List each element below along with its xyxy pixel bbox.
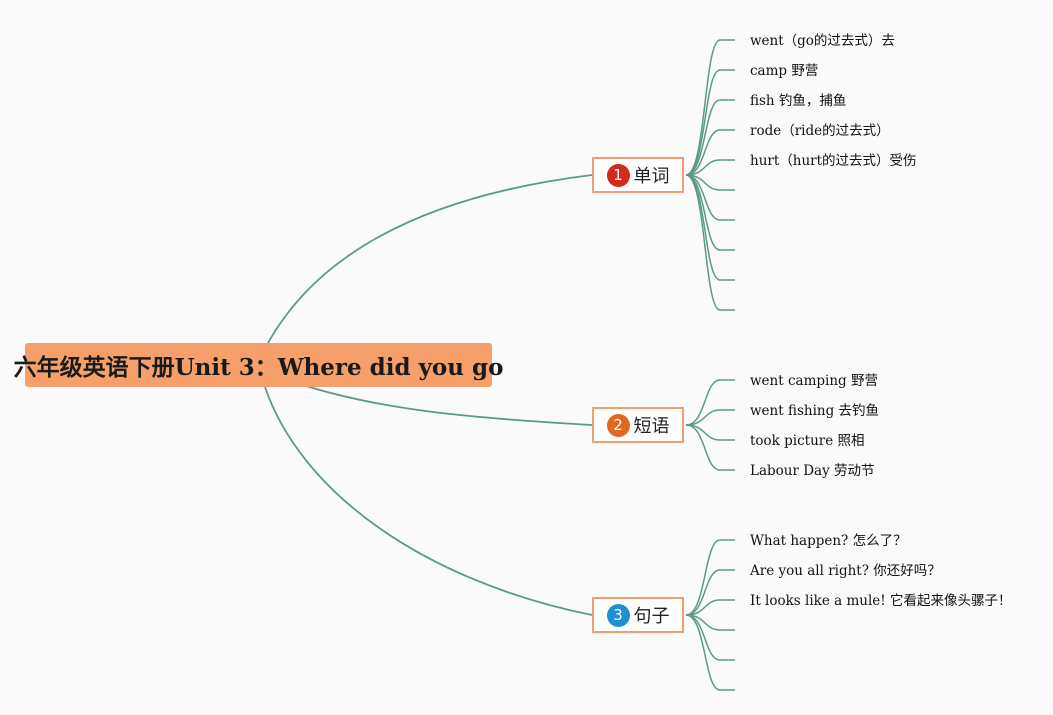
- leaf-connector: [685, 174, 735, 311]
- leaf-connector: [685, 379, 735, 426]
- branch-phrases-label: 短语: [633, 416, 670, 437]
- leaf-phrase-3[interactable]: took picture 照相: [750, 433, 865, 449]
- connector-root-branch-1: [267, 174, 593, 344]
- leaf-connector: [685, 614, 735, 691]
- leaf-connector: [685, 569, 735, 616]
- connector-root-branch-2: [299, 383, 593, 426]
- connector-root-branch-3: [264, 386, 593, 616]
- leaf-phrase-1[interactable]: went camping 野营: [750, 373, 878, 389]
- leaf-connector: [685, 99, 735, 176]
- leaf-word-5[interactable]: hurt（hurt的过去式）受伤: [750, 153, 917, 169]
- leaf-phrase-2[interactable]: went fishing 去钓鱼: [750, 403, 880, 419]
- branch-phrases[interactable]: 2 短语: [592, 407, 684, 443]
- leaf-connector: [685, 129, 735, 176]
- central-topic[interactable]: 六年级英语下册Unit 3：Where did you go: [14, 343, 503, 387]
- leaf-word-2[interactable]: camp 野营: [750, 63, 819, 79]
- leaf-connector: [685, 614, 735, 661]
- leaf-sentence-2[interactable]: Are you all right? 你还好吗？: [750, 563, 941, 579]
- number-1-icon: 1: [606, 163, 630, 187]
- leaf-word-1[interactable]: went（go的过去式）去: [750, 33, 895, 49]
- leaf-word-4[interactable]: rode（ride的过去式）: [750, 123, 890, 139]
- branch-sentences-label: 句子: [633, 606, 670, 627]
- number-2-icon: 2: [606, 413, 630, 437]
- leaf-word-3[interactable]: fish 钓鱼，捕鱼: [750, 93, 847, 109]
- leaf-sentence-1[interactable]: What happen? 怎么了？: [750, 533, 907, 549]
- leaf-connector: [685, 39, 735, 176]
- leaf-connector: [685, 424, 735, 471]
- leaf-connector: [685, 159, 735, 176]
- leaf-connector: [685, 599, 735, 616]
- branch-words[interactable]: 1 单词: [592, 157, 684, 193]
- leaf-phrase-4[interactable]: Labour Day 劳动节: [750, 463, 875, 479]
- number-3-icon: 3: [606, 603, 630, 627]
- branch-words-label: 单词: [633, 166, 670, 187]
- leaf-sentence-3[interactable]: It looks like a mule! 它看起来像头骡子！: [750, 593, 1012, 609]
- leaf-connector: [685, 69, 735, 176]
- leaf-connector: [685, 539, 735, 616]
- leaf-connector: [685, 409, 735, 426]
- branch-sentences[interactable]: 3 句子: [592, 597, 684, 633]
